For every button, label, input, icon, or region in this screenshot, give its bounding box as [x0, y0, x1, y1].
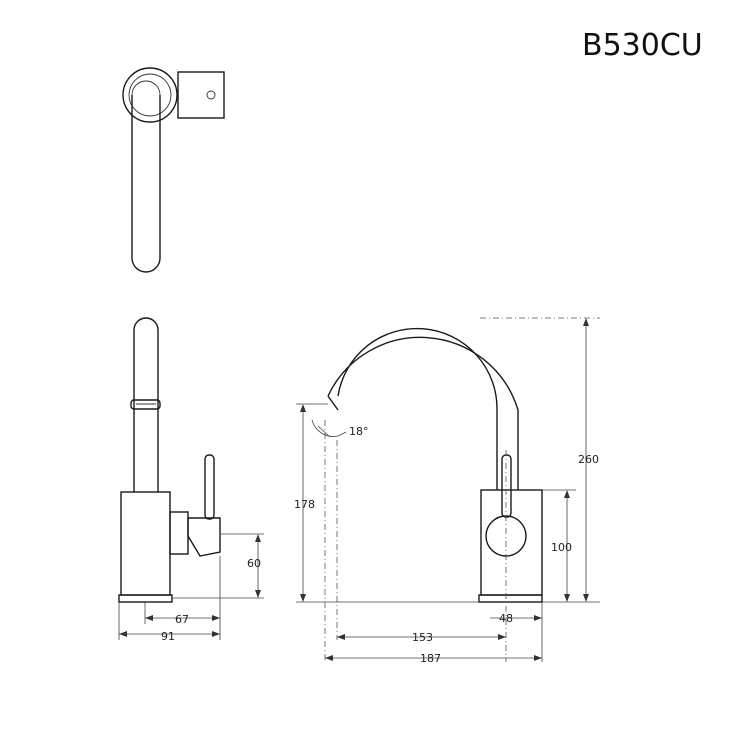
dim-label-60: 60	[247, 557, 261, 570]
dim-label-187: 187	[420, 652, 441, 665]
front-view	[296, 317, 600, 662]
dim-label-260: 260	[578, 453, 599, 466]
dim-label-178: 178	[294, 498, 315, 511]
dim-label-153: 153	[412, 631, 433, 644]
dim-label-48: 48	[499, 612, 513, 625]
top-view	[122, 67, 225, 273]
dim-label-angle: 18°	[349, 425, 369, 438]
model-code: B530CU	[582, 28, 703, 63]
side-view	[118, 317, 264, 640]
dim-label-100: 100	[551, 541, 572, 554]
dim-label-91: 91	[161, 630, 175, 643]
dim-label-67: 67	[175, 613, 189, 626]
